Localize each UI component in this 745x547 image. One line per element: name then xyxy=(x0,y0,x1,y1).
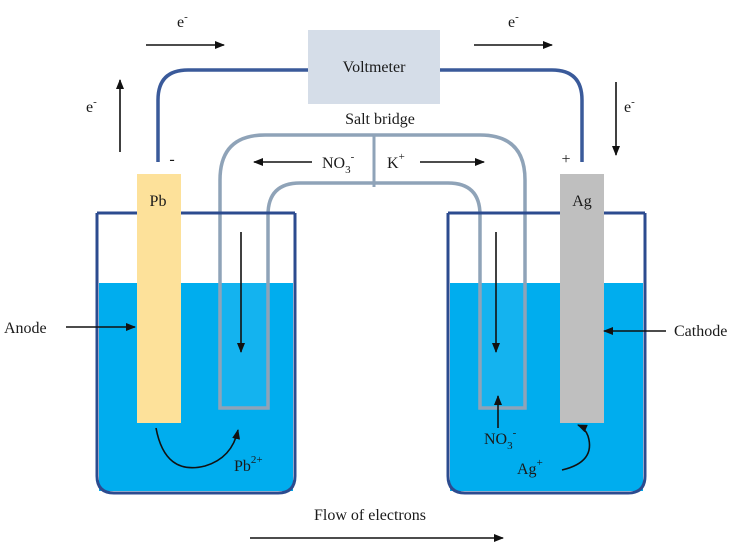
cathode-sign: + xyxy=(561,151,570,168)
external-wire-right xyxy=(440,68,584,162)
electron-label-right: e- xyxy=(624,96,635,116)
left-solution xyxy=(99,283,293,491)
lead-ion-label: Pb2+ xyxy=(234,454,263,475)
electron-label-top-right: e- xyxy=(508,11,519,31)
silver-ion-curve-arrow xyxy=(561,424,591,471)
voltmeter: Voltmeter xyxy=(308,30,440,104)
lead-ion-curve-arrow xyxy=(155,427,241,469)
right-nitrate-label: NO3- xyxy=(484,427,517,452)
lead-electrode xyxy=(137,174,181,423)
electron-label-left: e- xyxy=(86,96,97,116)
right-beaker xyxy=(446,213,647,495)
salt-bridge-label: Salt bridge xyxy=(345,111,415,128)
external-wire-left xyxy=(156,68,308,162)
left-beaker xyxy=(95,213,297,495)
salt-bridge-anion: NO3- xyxy=(322,151,355,176)
electron-label-top-left: e- xyxy=(177,11,188,31)
silver-ion-label: Ag+ xyxy=(517,457,543,478)
salt-bridge-cation: K+ xyxy=(387,151,405,172)
anode-sign: - xyxy=(169,151,174,168)
lead-electrode-label: Pb xyxy=(150,193,167,210)
silver-electrode xyxy=(560,174,604,423)
voltmeter-label: Voltmeter xyxy=(343,59,406,76)
anode-label: Anode xyxy=(4,320,47,337)
cathode-label: Cathode xyxy=(674,323,727,340)
right-solution xyxy=(450,283,643,491)
salt-bridge-tube xyxy=(218,133,527,410)
silver-electrode-label: Ag xyxy=(572,193,592,210)
flow-label: Flow of electrons xyxy=(314,507,426,524)
